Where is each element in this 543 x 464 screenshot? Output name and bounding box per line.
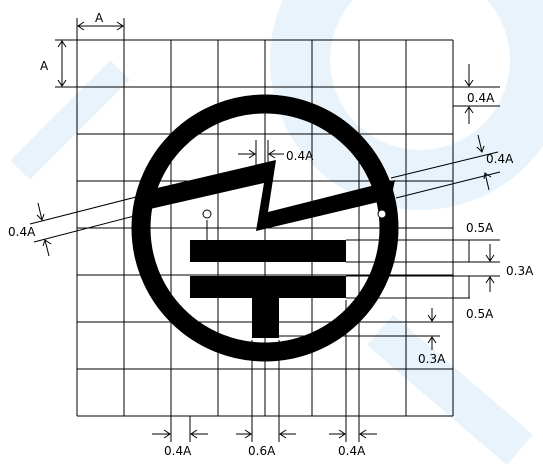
label-bolt-gap: 0.4A	[286, 149, 314, 163]
label-right-top-gap: 0.4A	[467, 91, 495, 105]
label-bar-gap: 0.3A	[506, 264, 534, 278]
label-grid-width: A	[95, 11, 104, 25]
dim-bolt-gap	[238, 140, 284, 168]
label-bottom-right-width: 0.4A	[338, 444, 366, 458]
dim-bottom-gap	[279, 308, 440, 350]
label-grid-height: A	[40, 59, 49, 73]
dim-right-top-gap	[453, 64, 500, 124]
label-left-bolt-stroke: 0.4A	[8, 225, 36, 239]
stem	[252, 296, 279, 338]
dim-bottom-widths	[152, 300, 377, 442]
label-lower-bar-height: 0.5A	[466, 307, 494, 321]
mark-symbol	[131, 94, 399, 362]
dim-top-width	[76, 18, 125, 40]
label-bottom-center-width: 0.6A	[248, 444, 276, 458]
lower-bar	[190, 276, 346, 298]
label-upper-bar-height: 0.5A	[466, 221, 494, 235]
upper-bar	[190, 240, 346, 262]
pin-right	[377, 209, 387, 240]
dim-right-bolt-stroke	[390, 134, 501, 199]
dim-right-bars	[346, 239, 500, 299]
label-bottom-left-width: 0.4A	[164, 444, 192, 458]
label-bottom-gap: 0.3A	[418, 352, 446, 366]
dim-left-height	[55, 39, 77, 88]
dim-left-bolt-stroke	[29, 195, 143, 257]
outer-ring	[131, 94, 399, 362]
lightning-bolt	[137, 160, 395, 231]
label-right-bolt-stroke: 0.4A	[486, 152, 514, 166]
pin-left	[202, 209, 212, 240]
